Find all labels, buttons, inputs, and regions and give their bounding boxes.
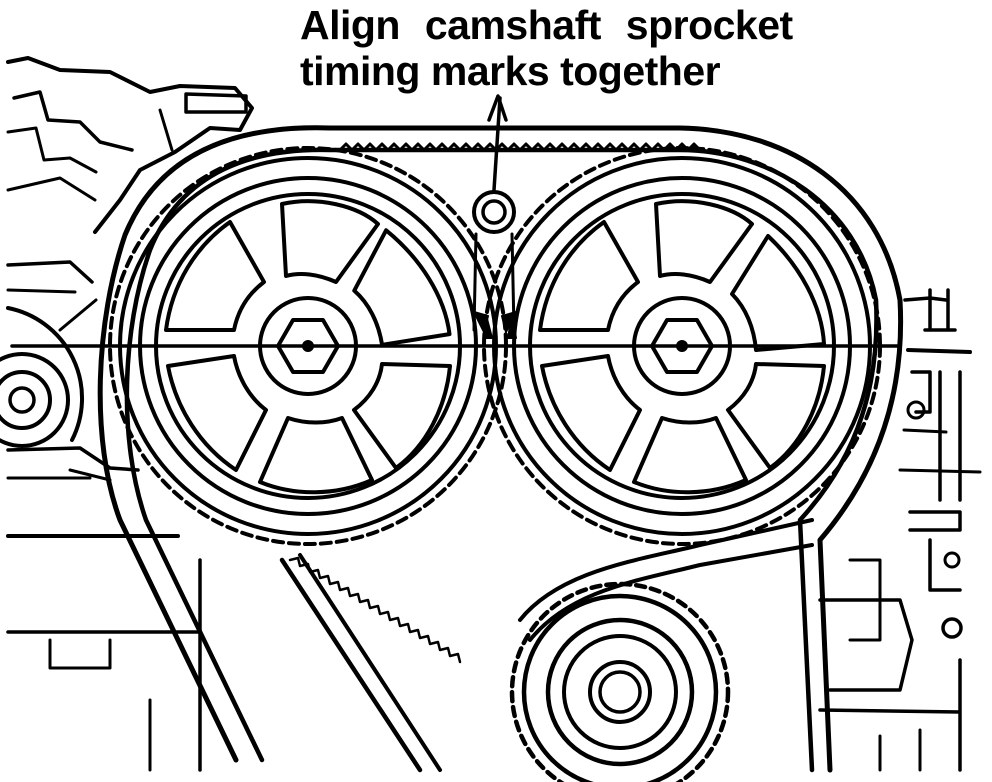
callout-line-1: Align camshaft sprocket — [300, 2, 793, 48]
left-camshaft-sprocket — [108, 146, 508, 546]
callout-leader-line — [487, 94, 508, 192]
center-timing-bolt — [472, 190, 516, 332]
belt-teeth-diagonal — [288, 556, 462, 664]
engine-housing — [6, 56, 982, 772]
right-camshaft-sprocket — [482, 146, 882, 546]
belt-teeth-top — [338, 142, 702, 152]
callout-label: Align camshaft sprocket timing marks tog… — [300, 2, 920, 94]
timing-marks — [483, 314, 517, 339]
lower-idler-pulley — [509, 581, 731, 782]
left-idler-pulley — [0, 298, 112, 482]
callout-line-2: timing marks together — [300, 48, 721, 94]
